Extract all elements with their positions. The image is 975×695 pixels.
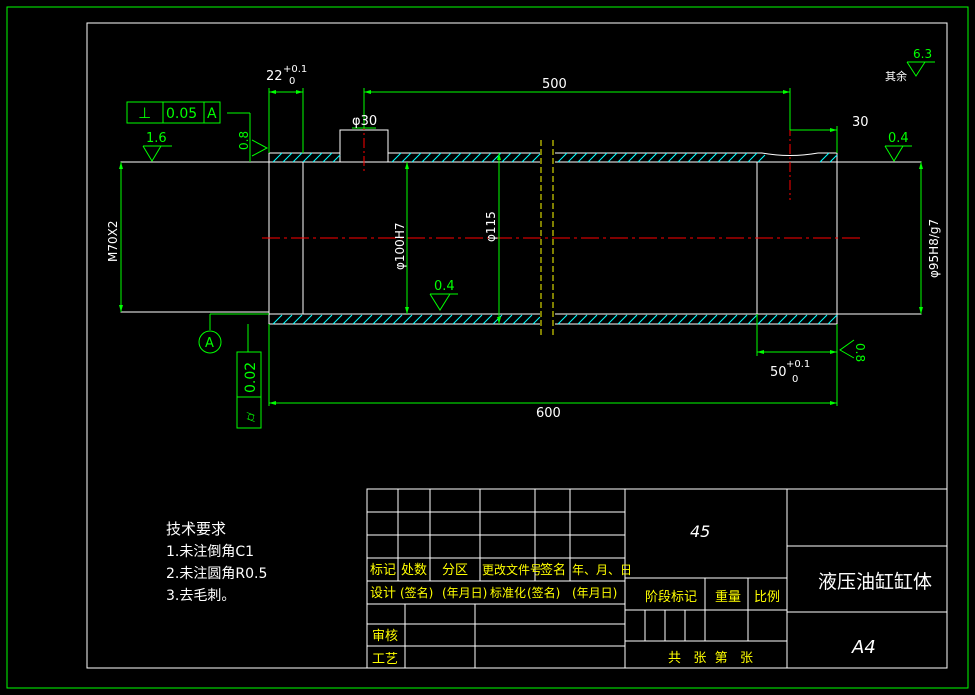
datum-circle <box>198 330 222 354</box>
dimension-lines <box>120 88 922 406</box>
tb-count: 处数 <box>401 563 427 578</box>
gdt-value: 0.05 <box>166 106 197 122</box>
dim-thread: M70X2 <box>106 221 120 262</box>
tb-process: 工艺 <box>372 652 398 667</box>
tb-zone: 分区 <box>442 563 468 578</box>
tb-standard: 标准化 <box>490 586 526 600</box>
dim-30: 30 <box>852 115 869 130</box>
note-item: 1.未注倒角C1 <box>166 544 254 560</box>
center-lines <box>262 108 862 239</box>
note-item: 3.去毛刺。 <box>166 588 235 604</box>
inner-roughness: 0.4 <box>434 279 455 294</box>
dim-500: 500 <box>542 77 567 92</box>
material: 45 <box>690 522 710 541</box>
dim-outer: φ115 <box>484 211 498 242</box>
tb-stage: 阶段标记 <box>645 590 697 605</box>
other-label: 其余 <box>885 69 907 83</box>
roughness-symbols <box>142 61 935 359</box>
cylindricity-value: 0.02 <box>243 362 259 393</box>
dim-50: 50 <box>770 365 787 380</box>
dim-600: 600 <box>536 406 561 421</box>
tb-mark: 标记 <box>370 563 396 578</box>
tb-design: 设计 <box>370 586 396 601</box>
right-roughness: 0.4 <box>888 131 909 146</box>
tb-design-sign: (签名) <box>400 585 433 600</box>
tb-standard-sign: (签名) <box>527 585 560 600</box>
gdt-datum-ref: A <box>207 106 217 122</box>
left-roughness: 1.6 <box>146 131 167 146</box>
tb-scale: 比例 <box>754 590 780 605</box>
other-roughness: 6.3 <box>913 47 932 61</box>
right-face-roughness: 0.8 <box>853 343 867 362</box>
tb-weight: 重量 <box>715 589 741 605</box>
dim-22-tol-up: +0.1 <box>283 64 307 75</box>
break-lines <box>540 140 554 335</box>
note-item: 2.未注圆角R0.5 <box>166 566 267 582</box>
notes-title: 技术要求 <box>166 520 226 538</box>
sheet-size: A4 <box>851 637 876 658</box>
tb-standard-date: (年月日) <box>572 586 617 600</box>
tb-review: 审核 <box>372 629 398 644</box>
left-face-roughness: 0.8 <box>237 131 251 150</box>
cylindricity-frame <box>236 351 262 429</box>
tb-design-date: (年月日) <box>442 586 487 600</box>
datum-label: A <box>205 336 214 351</box>
tb-change-doc: 更改文件号 <box>482 562 542 577</box>
tb-sign: 签名 <box>540 562 566 578</box>
tb-date: 年、月、日 <box>572 563 632 577</box>
dim-22-tol-lo: 0 <box>289 76 295 87</box>
dim-50-tol-up: +0.1 <box>786 359 810 370</box>
title-block <box>366 488 948 669</box>
part-name: 液压油缸缸体 <box>818 571 932 593</box>
dim-right-dia: φ95H8/g7 <box>927 219 941 278</box>
dim-dia30: φ30 <box>352 114 377 129</box>
arrowheads <box>119 90 923 405</box>
dim-50-tol-lo: 0 <box>792 374 798 385</box>
part-outline <box>120 129 922 325</box>
dim-22: 22 <box>266 69 283 84</box>
perpendicularity-frame <box>126 101 221 124</box>
gdt-symbol: ⊥ <box>138 104 151 122</box>
tb-sheets: 共 张 第 张 <box>668 651 753 666</box>
dim-bore: φ100H7 <box>393 223 407 270</box>
outer-frame <box>6 6 969 689</box>
section-hatch <box>272 152 838 325</box>
cylindricity-symbol-icon: ⌭ <box>243 412 259 422</box>
